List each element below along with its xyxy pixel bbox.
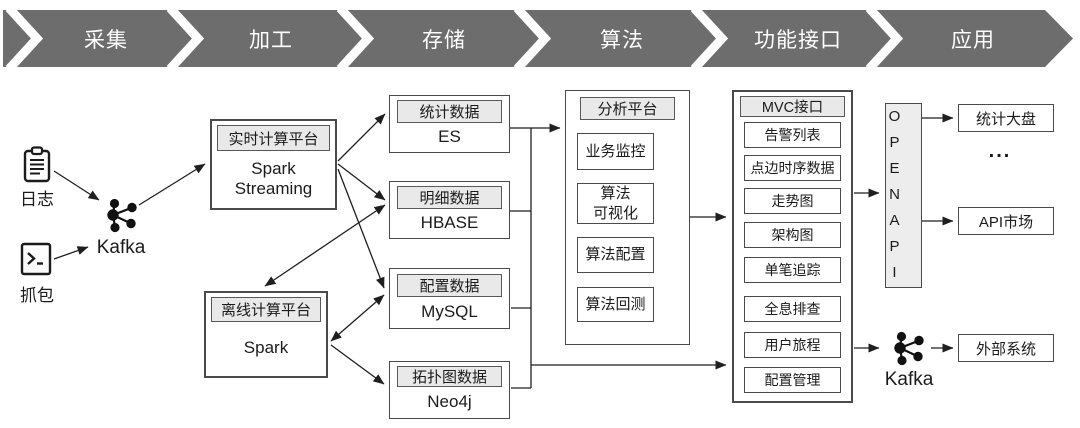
mvc-interface-title: MVC接口 — [740, 96, 845, 117]
hbase-body: HBASE — [420, 213, 479, 233]
mvc-item-configmgmt: 配置管理 — [744, 367, 841, 393]
log-icon — [23, 146, 51, 183]
mvc-item-journey: 用户旅程 — [744, 332, 841, 358]
neo4j-body: Neo4j — [427, 392, 472, 412]
kafka-icon — [107, 198, 137, 233]
realtime-compute-title: 实时计算平台 — [217, 125, 330, 151]
mvc-item-timeseries: 点边时序数据 — [744, 155, 841, 181]
app-dashboard-box: 统计大盘 — [958, 104, 1054, 132]
es-body: ES — [438, 127, 461, 147]
packet-capture-icon — [20, 242, 52, 276]
mvc-item-trend: 走势图 — [744, 188, 841, 214]
es-title: 统计数据 — [397, 100, 502, 123]
mysql-body: MySQL — [421, 302, 478, 322]
analysis-step-backtest: 算法回测 — [577, 287, 654, 322]
packet-capture-label: 抓包 — [20, 286, 54, 305]
realtime-compute-body: Spark Streaming — [234, 158, 313, 198]
analysis-step-monitor: 业务监控 — [577, 133, 654, 170]
analysis-platform-title: 分析平台 — [580, 97, 675, 120]
stage-app: 应用 — [951, 29, 995, 52]
analysis-step-visualize: 算法 可视化 — [577, 183, 654, 224]
kafka-out-icon — [894, 331, 924, 366]
mysql-title: 配置数据 — [397, 274, 502, 297]
app-api-market-box: API市场 — [958, 207, 1054, 235]
stage-storage: 存储 — [422, 29, 466, 52]
log-label: 日志 — [20, 190, 54, 209]
stage-interface: 功能接口 — [754, 29, 842, 52]
stage-algorithm: 算法 — [600, 29, 644, 52]
offline-compute-title: 离线计算平台 — [211, 297, 321, 322]
mvc-item-alerts: 告警列表 — [744, 122, 841, 148]
app-external-system-box: 外部系统 — [958, 334, 1054, 362]
openapi-box: OPENAPI — [885, 103, 922, 290]
mvc-item-trace: 单笔追踪 — [744, 257, 841, 283]
stage-banner — [3, 4, 1073, 73]
offline-compute-body: Spark — [243, 337, 289, 357]
mvc-item-architecture: 架构图 — [744, 222, 841, 248]
analysis-step-config: 算法配置 — [577, 237, 654, 273]
hbase-title: 明细数据 — [397, 186, 502, 209]
neo4j-title: 拓扑图数据 — [397, 366, 502, 387]
kafka-out-label: Kafka — [884, 369, 934, 390]
stage-process: 加工 — [249, 29, 293, 52]
flow-arrows — [53, 113, 954, 389]
apps-ellipsis: ... — [988, 140, 1012, 162]
stage-collect: 采集 — [84, 29, 128, 52]
mvc-item-holographic: 全息排查 — [744, 296, 841, 322]
kafka-label: Kafka — [96, 237, 146, 258]
